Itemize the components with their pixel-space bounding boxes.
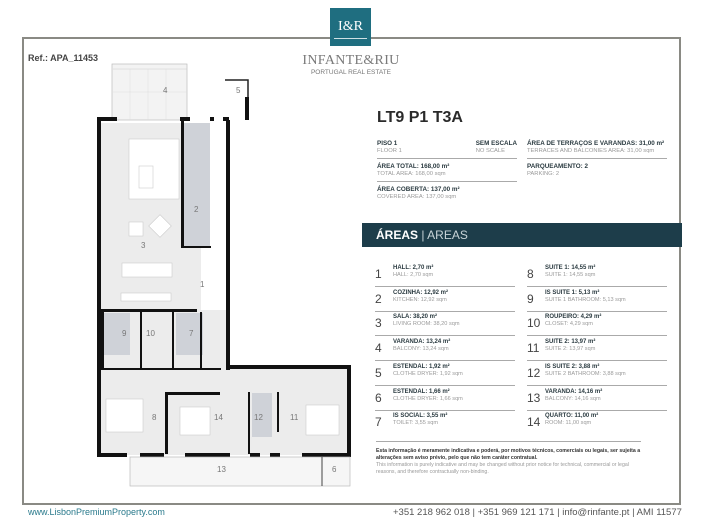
area-en: SUITE 2 BATHROOM: 3,88 sqm	[545, 370, 626, 377]
area-number: 14	[527, 415, 541, 430]
unit-title: LT9 P1 T3A	[377, 109, 463, 126]
floor-en: FLOOR 1	[377, 148, 402, 154]
parking-en: PARKING: 2	[527, 171, 560, 177]
area-number: 12	[527, 365, 541, 380]
area-en: LIVING ROOM: 38,20 sqm	[393, 321, 460, 328]
area-pt: COZINHA: 12,92 m²	[393, 289, 449, 296]
area-pt: SALA: 38,20 m²	[393, 314, 438, 321]
disclaimer: Esta informação é meramente indicativa e…	[376, 441, 641, 476]
total-area-en: TOTAL AREA: 168,00 sqm	[377, 171, 446, 177]
brand-name: INFANTE&RIU	[302, 53, 400, 68]
area-en: ROOM: 11,00 sqm	[545, 420, 592, 427]
reference-code: Ref.: APA_11453	[28, 53, 99, 63]
area-pt: VARANDA: 13,24 m²	[393, 339, 451, 346]
area-number: 9	[527, 291, 534, 306]
area-en: TOILET: 3,55 sqm	[393, 420, 438, 427]
floor-pt: PISO 1	[377, 140, 398, 147]
area-number: 7	[375, 415, 382, 430]
area-en: HALL: 2,70 sqm	[393, 272, 434, 278]
room-label: 11	[290, 413, 299, 422]
area-pt: ESTENDAL: 1,92 m²	[393, 363, 450, 370]
area-pt: SUITE 1: 14,55 m²	[545, 265, 596, 271]
brand-logo: I&R	[330, 8, 371, 46]
scale-en: NO SCALE	[475, 148, 506, 154]
room-label: 7	[189, 329, 194, 338]
area-en: BALCONY: 13,24 sqm	[393, 346, 449, 353]
room-label: 2	[194, 205, 199, 214]
areas-header: ÁREAS | AREAS	[362, 223, 682, 247]
area-number: 2	[375, 291, 382, 306]
website-link[interactable]: www.LisbonPremiumProperty.com	[28, 507, 165, 517]
covered-area-en: COVERED AREA: 137,00 sqm	[377, 194, 457, 200]
room-label: 8	[152, 413, 157, 422]
floor-plan: 4 5 2 3 1 9 10 7 8 14 12 11 13 6	[97, 63, 351, 487]
covered-area-pt: ÁREA COBERTA: 137,00 m²	[377, 186, 460, 193]
terraces-area-en: TERRACES AND BALCONIES AREA: 31,00 sqm	[527, 148, 655, 154]
room-label: 6	[332, 465, 337, 474]
area-number: 1	[375, 267, 382, 281]
area-pt: IS SOCIAL: 3,55 m²	[393, 413, 448, 420]
room-label: 12	[254, 413, 263, 422]
area-pt: HALL: 2,70 m²	[393, 265, 434, 271]
area-pt: ROUPEIRO: 4,29 m²	[545, 314, 602, 321]
balcony-13	[129, 456, 351, 487]
area-pt: SUITE 2: 13,97 m²	[545, 339, 596, 346]
kitchen-2	[183, 123, 210, 248]
room-label: 9	[122, 329, 127, 338]
room-label: 5	[236, 86, 241, 95]
area-pt: ESTENDAL: 1,66 m²	[393, 388, 450, 395]
area-pt: IS SUITE 2: 3,88 m²	[545, 363, 600, 370]
area-en: CLOTHE DRYER: 1,92 sqm	[393, 370, 463, 377]
room-label: 14	[214, 413, 223, 422]
area-number: 4	[375, 341, 382, 356]
area-en: SUITE 2: 13,97 sqm	[545, 346, 596, 353]
area-en: CLOSET: 4,29 sqm	[545, 321, 593, 328]
area-en: BALCONY: 14,16 sqm	[545, 395, 601, 402]
area-pt: IS SUITE 1: 5,13 m²	[545, 289, 600, 296]
total-area-pt: ÁREA TOTAL: 168,00 m²	[377, 163, 450, 170]
terraces-area-pt: ÁREA DE TERRAÇOS E VARANDAS: 31,00 m²	[527, 140, 665, 147]
area-number: 11	[527, 341, 540, 356]
room-label: 10	[146, 329, 155, 338]
room-label: 4	[163, 86, 168, 95]
area-number: 13	[527, 390, 541, 405]
scale-pt: SEM ESCALA	[475, 140, 517, 147]
area-number: 3	[375, 316, 382, 331]
area-number: 10	[527, 316, 541, 331]
area-en: CLOTHE DRYER: 1,66 sqm	[393, 395, 463, 402]
parking-pt: PARQUEAMENTO: 2	[527, 163, 588, 170]
disclaimer-en: This information is purely indicative an…	[376, 462, 629, 475]
area-pt: QUARTO: 11,00 m²	[545, 413, 599, 420]
room-label: 13	[217, 465, 226, 474]
area-en: SUITE 1 BATHROOM: 5,13 sqm	[545, 296, 626, 303]
area-number: 5	[375, 365, 382, 380]
area-pt: VARANDA: 14,16 m²	[545, 388, 603, 395]
area-en: SUITE 1: 14,55 sqm	[545, 272, 596, 278]
area-number: 6	[375, 390, 382, 405]
room-label: 1	[200, 280, 205, 289]
brand-tagline: PORTUGAL REAL ESTATE	[310, 69, 392, 76]
disclaimer-pt: Esta informação é meramente indicativa e…	[376, 448, 641, 461]
room-label: 3	[141, 241, 146, 250]
area-en: KITCHEN: 12,92 sqm	[393, 296, 447, 303]
area-number: 8	[527, 267, 534, 281]
contact-info: +351 218 962 018 | +351 969 121 171 | in…	[393, 507, 682, 518]
